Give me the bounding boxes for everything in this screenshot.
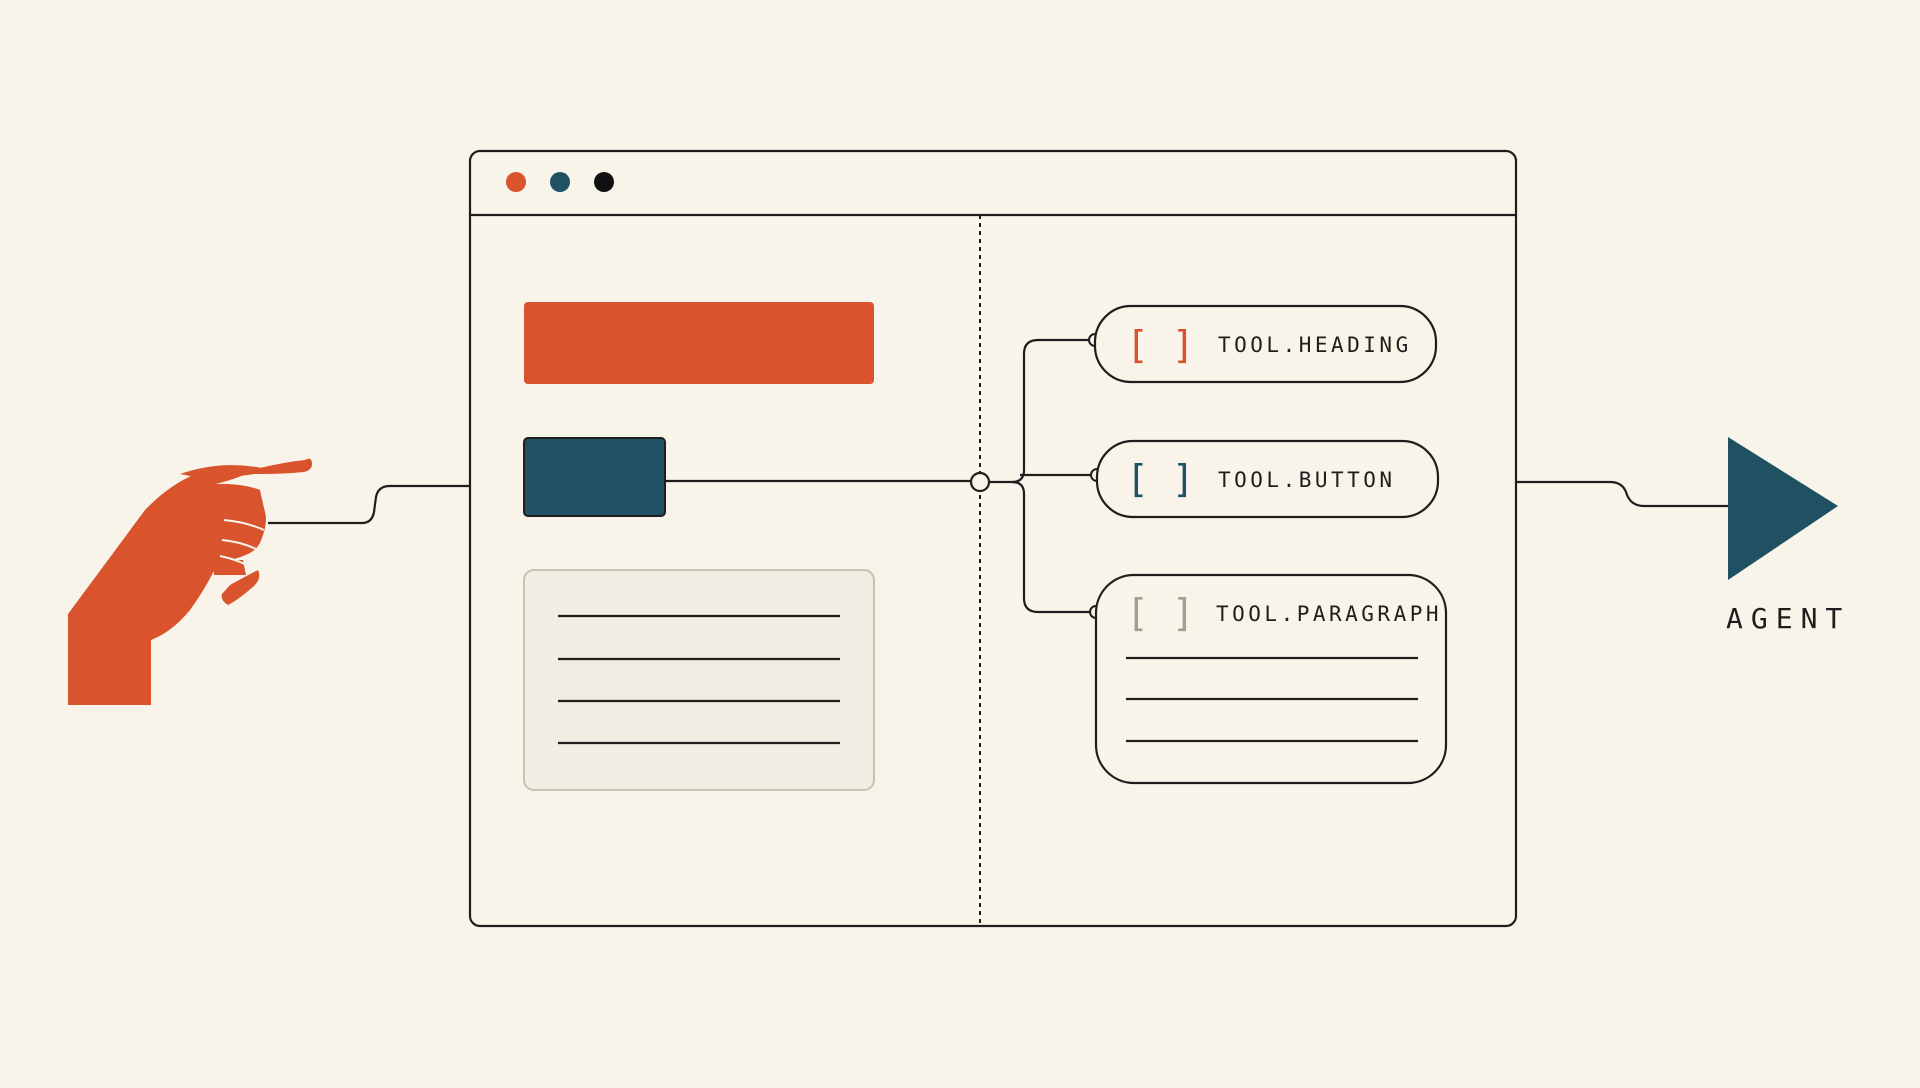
- pointing-hand-icon: [68, 458, 312, 705]
- tool-heading-label: TOOL.HEADING: [1218, 333, 1412, 357]
- window-dot-teal: [550, 172, 570, 192]
- paragraph-block: [523, 569, 875, 791]
- bracket-icon-heading: [ ]: [1126, 323, 1195, 367]
- heading-block: [524, 302, 874, 384]
- tool-paragraph-card: [ ] TOOL.PARAGRAPH: [1094, 573, 1448, 785]
- browser-window: [468, 149, 1518, 928]
- tool-heading-pill: [ ] TOOL.HEADING: [1093, 304, 1438, 384]
- button-block: [523, 437, 666, 517]
- hand-finger-lines: [219, 519, 265, 571]
- bracket-icon-button: [ ]: [1126, 457, 1195, 501]
- tool-button-label: TOOL.BUTTON: [1218, 468, 1396, 492]
- branch-connectors: [989, 338, 1096, 614]
- play-triangle-icon: [1728, 437, 1838, 580]
- window-dot-black: [594, 172, 614, 192]
- bracket-icon-paragraph: [ ]: [1126, 591, 1195, 635]
- tool-paragraph-label: TOOL.PARAGRAPH: [1216, 602, 1442, 626]
- tool-button-pill: [ ] TOOL.BUTTON: [1095, 439, 1440, 519]
- connector-hand-to-window: [268, 484, 470, 525]
- connector-window-to-agent: [1516, 480, 1730, 508]
- junction-node: [969, 471, 991, 493]
- window-dot-orange: [506, 172, 526, 192]
- agent-label: AGENT: [1726, 602, 1850, 635]
